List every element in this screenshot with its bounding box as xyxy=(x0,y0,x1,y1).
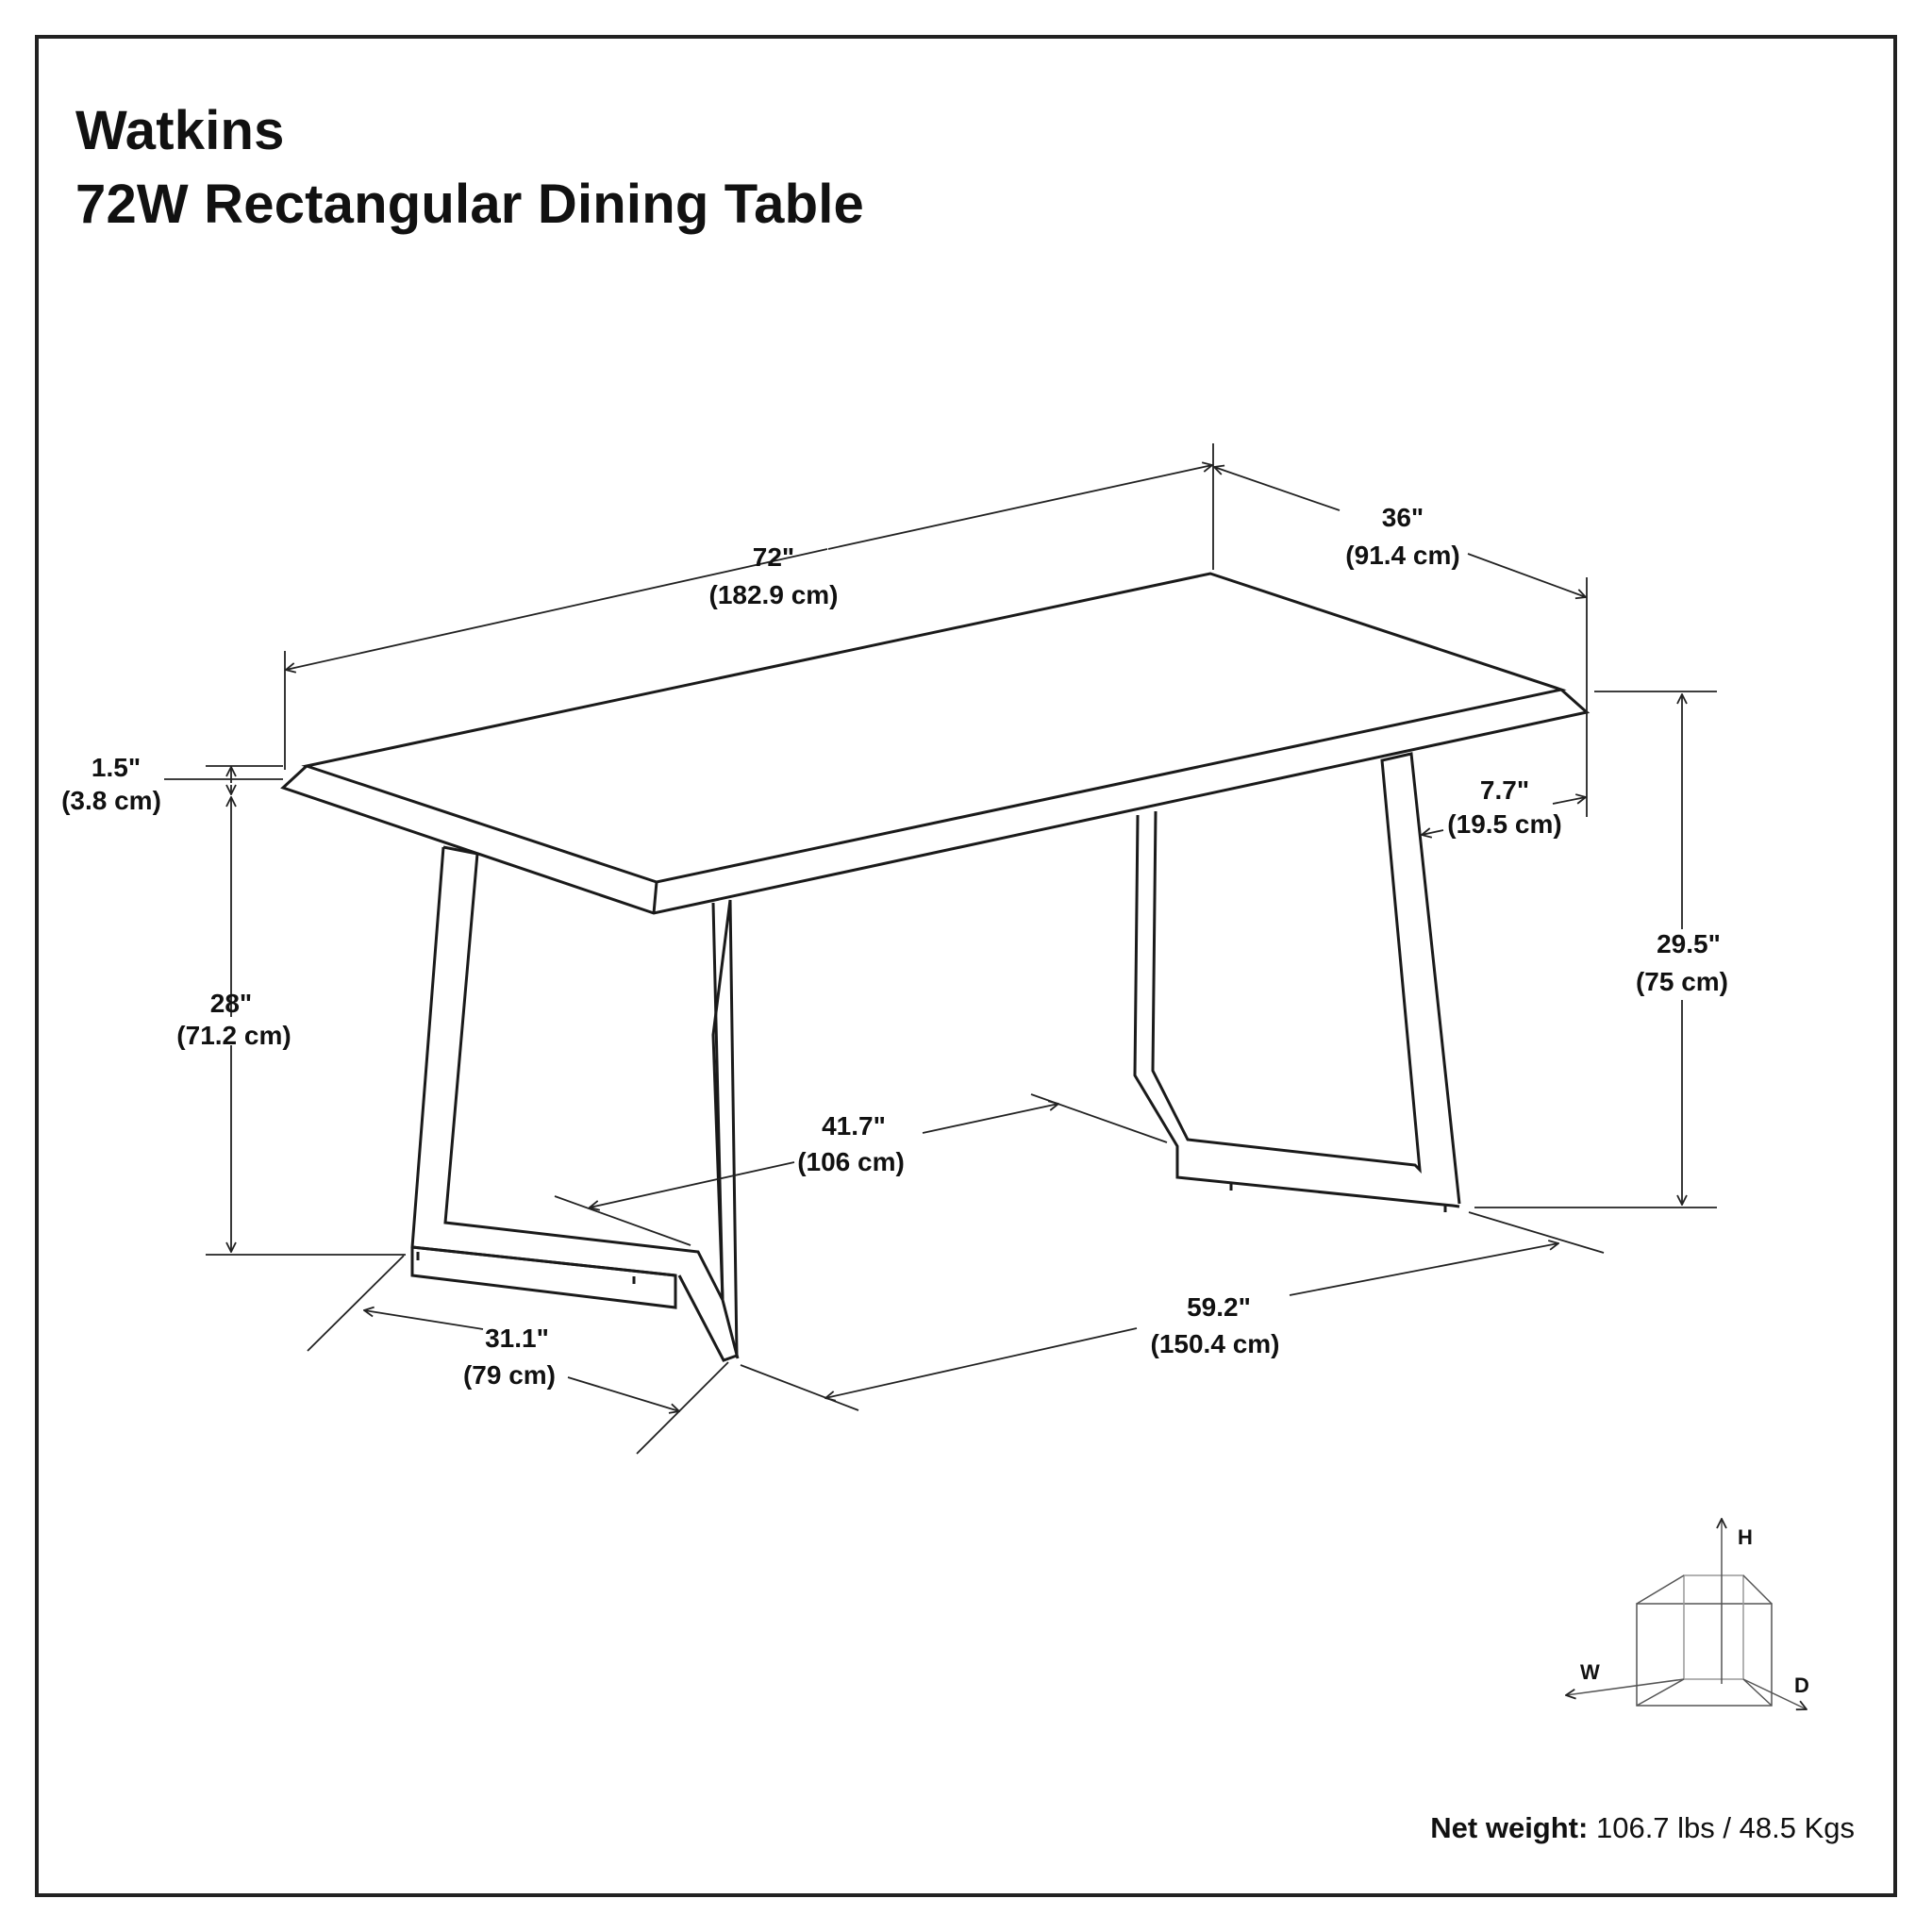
dimension-labels: 72" (182.9 cm) 36" (91.4 cm) 1.5" (3.8 c… xyxy=(61,503,1728,1390)
width-label-in: 72" xyxy=(753,542,794,572)
net-weight-label: Net weight: xyxy=(1430,1811,1589,1844)
dimension-lines xyxy=(164,443,1717,1455)
net-weight: Net weight: 106.7 lbs / 48.5 Kgs xyxy=(1430,1811,1855,1845)
cube-front-face xyxy=(1636,1603,1773,1707)
thickness-label-in: 1.5" xyxy=(92,753,141,782)
clearance-label-in: 28" xyxy=(210,989,252,1018)
clearance-label-cm: (71.2 cm) xyxy=(176,1021,291,1050)
depth-label-in: 36" xyxy=(1382,503,1424,532)
axis-d-arrow xyxy=(1742,1678,1807,1709)
axis-w-label: W xyxy=(1580,1660,1600,1684)
legdepth-label-in: 31.1" xyxy=(485,1324,549,1353)
axis-labels: H W D xyxy=(1580,1525,1809,1697)
width-dim-left xyxy=(286,548,828,670)
depth-dim-b xyxy=(1467,553,1586,597)
table-illustration xyxy=(280,572,1591,1362)
title-line-product: 72W Rectangular Dining Table xyxy=(75,174,864,235)
left-leg-frame xyxy=(410,846,677,1309)
width-label-cm: (182.9 cm) xyxy=(709,580,839,609)
product-title: Watkins 72W Rectangular Dining Table xyxy=(75,94,864,242)
cube-edges xyxy=(1636,1574,1773,1707)
axis-w-arrow xyxy=(1566,1678,1685,1695)
between-dim-right xyxy=(922,1104,1058,1134)
between-ext-left xyxy=(554,1195,691,1246)
inset-arrow-left xyxy=(1422,830,1444,835)
tabletop-corner-edge xyxy=(652,881,658,914)
legdepth-label-cm: (79 cm) xyxy=(463,1360,556,1390)
height-label-in: 29.5" xyxy=(1657,929,1721,958)
right-leg-inner xyxy=(1133,814,1460,1208)
between-ext-right xyxy=(1030,1093,1168,1143)
between-label-cm: (106 cm) xyxy=(797,1147,905,1176)
base-ext-left xyxy=(740,1364,859,1411)
tabletop-top-face xyxy=(301,572,1567,884)
depth-label-cm: (91.4 cm) xyxy=(1345,541,1459,570)
legdepth-ext-left xyxy=(307,1255,405,1352)
between-label-in: 41.7" xyxy=(822,1111,886,1141)
base-dim-left xyxy=(825,1327,1138,1398)
left-leg-outer xyxy=(411,845,739,1362)
net-weight-value: 106.7 lbs / 48.5 Kgs xyxy=(1595,1811,1855,1844)
axis-h-label: H xyxy=(1738,1525,1753,1549)
outer-frame xyxy=(35,35,1897,1897)
between-dim-left xyxy=(590,1161,795,1208)
left-leg-post xyxy=(711,902,740,1359)
inset-label-cm: (19.5 cm) xyxy=(1447,809,1561,839)
legdepth-dim-b xyxy=(567,1376,679,1411)
depth-dim-a xyxy=(1214,467,1341,511)
thickness-label-cm: (3.8 cm) xyxy=(61,786,161,815)
axis-d-label: D xyxy=(1794,1674,1809,1697)
inset-label-in: 7.7" xyxy=(1480,775,1529,805)
width-dim-right xyxy=(827,465,1212,550)
base-dim-right xyxy=(1289,1243,1558,1296)
legdepth-ext-right xyxy=(636,1361,729,1455)
height-label-cm: (75 cm) xyxy=(1636,967,1728,996)
legdepth-dim-a xyxy=(364,1310,484,1330)
title-line-brand: Watkins xyxy=(75,100,285,161)
tabletop-front-edge xyxy=(280,688,1591,915)
cube-back-face xyxy=(1683,1574,1744,1680)
axis-cube-icon xyxy=(1566,1519,1807,1709)
base-label-in: 59.2" xyxy=(1187,1292,1251,1322)
right-leg-outer xyxy=(1151,752,1461,1205)
base-label-cm: (150.4 cm) xyxy=(1151,1329,1280,1358)
base-ext-right xyxy=(1468,1211,1605,1254)
inset-arrow-right xyxy=(1552,797,1586,805)
